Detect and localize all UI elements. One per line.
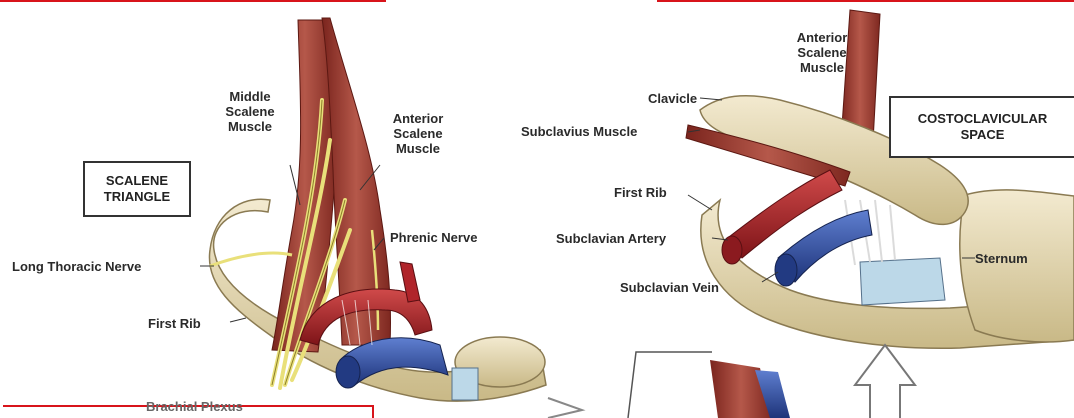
cartilage-right — [860, 258, 945, 305]
long-thoracic-nerve-shape — [210, 253, 292, 266]
label-long-thoracic-nerve: Long Thoracic Nerve — [12, 259, 202, 274]
label-phrenic-nerve: Phrenic Nerve — [390, 230, 520, 245]
label-middle-scalene-muscle: Middle Scalene Muscle — [210, 89, 290, 134]
label-subclavius-muscle: Subclavius Muscle — [521, 124, 691, 139]
label-anterior-scalene-muscle-right: Anterior Scalene Muscle — [777, 30, 867, 75]
lower-panel-outline — [628, 352, 712, 418]
label-sternum: Sternum — [975, 251, 1055, 266]
label-anterior-scalene-muscle-left: Anterior Scalene Muscle — [378, 111, 458, 156]
arrow-up-outline — [855, 345, 915, 418]
scalene-triangle-box: SCALENE TRIANGLE — [83, 161, 191, 217]
label-first-rib-right: First Rib — [614, 185, 694, 200]
costoclavicular-space-box: COSTOCLAVICULAR SPACE — [889, 96, 1074, 158]
cartilage-left — [452, 368, 478, 400]
arrow-right-outline — [548, 398, 582, 418]
label-clavicle: Clavicle — [648, 91, 718, 106]
label-first-rib-left: First Rib — [148, 316, 228, 331]
label-subclavian-artery: Subclavian Artery — [556, 231, 716, 246]
label-brachial-plexus: Brachial Plexus — [146, 399, 276, 414]
scalene-triangle-illustration — [200, 18, 582, 418]
label-subclavian-vein: Subclavian Vein — [620, 280, 760, 295]
